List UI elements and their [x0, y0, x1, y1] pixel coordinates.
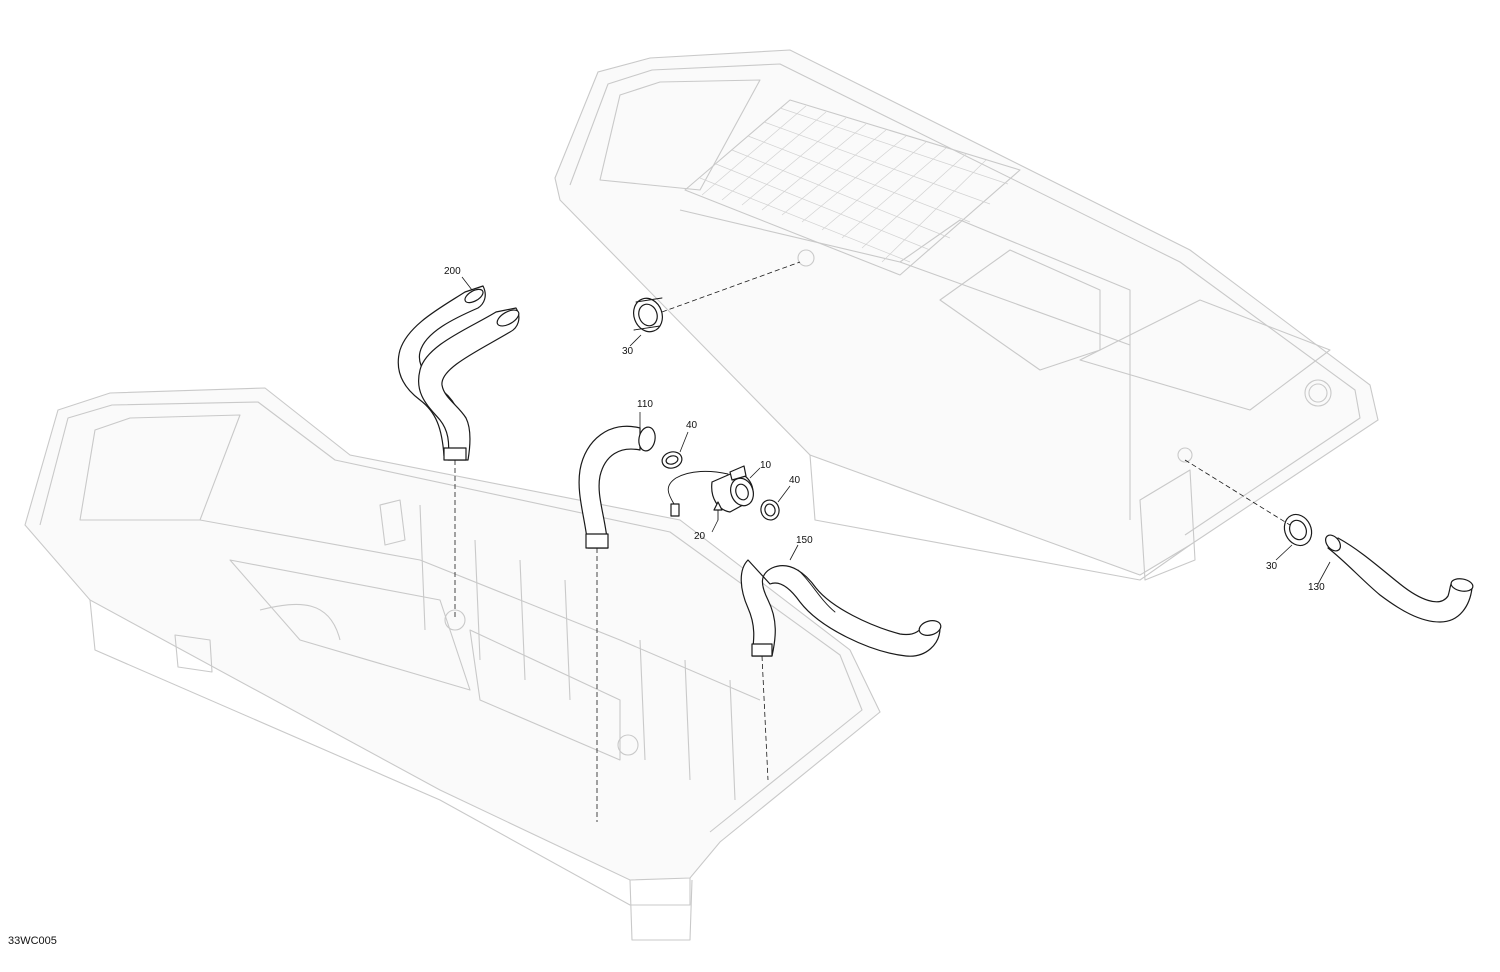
hose-150[interactable] — [740, 559, 942, 657]
callout-130: 130 — [1308, 582, 1325, 593]
callout-200: 200 — [444, 266, 461, 277]
assembly-lines — [454, 261, 1291, 822]
clamp-40-left[interactable] — [660, 450, 683, 471]
ring-clamp-30-lower[interactable] — [1279, 510, 1316, 550]
callout-30-lower: 30 — [1266, 561, 1278, 572]
callout-110: 110 — [637, 399, 653, 410]
figure-code: 33WC005 — [8, 935, 57, 947]
ring-clamp-30-upper[interactable] — [629, 294, 667, 336]
pump-fitting-20[interactable] — [713, 501, 723, 521]
callout-30-upper: 30 — [622, 346, 634, 357]
hose-130[interactable] — [1323, 532, 1474, 623]
callout-150: 150 — [796, 535, 813, 546]
bilge-pump-10[interactable] — [667, 465, 757, 517]
clamp-40-right[interactable] — [759, 498, 782, 522]
callout-40-left: 40 — [686, 420, 698, 431]
callout-leaders — [461, 276, 1331, 585]
lower-hull-ghost — [24, 387, 881, 941]
callout-20: 20 — [694, 531, 706, 542]
hose-110[interactable] — [578, 425, 657, 549]
upper-hull-ghost — [554, 49, 1379, 581]
hose-200[interactable] — [397, 285, 521, 461]
callout-40-right: 40 — [789, 475, 801, 486]
callout-10: 10 — [760, 460, 772, 471]
